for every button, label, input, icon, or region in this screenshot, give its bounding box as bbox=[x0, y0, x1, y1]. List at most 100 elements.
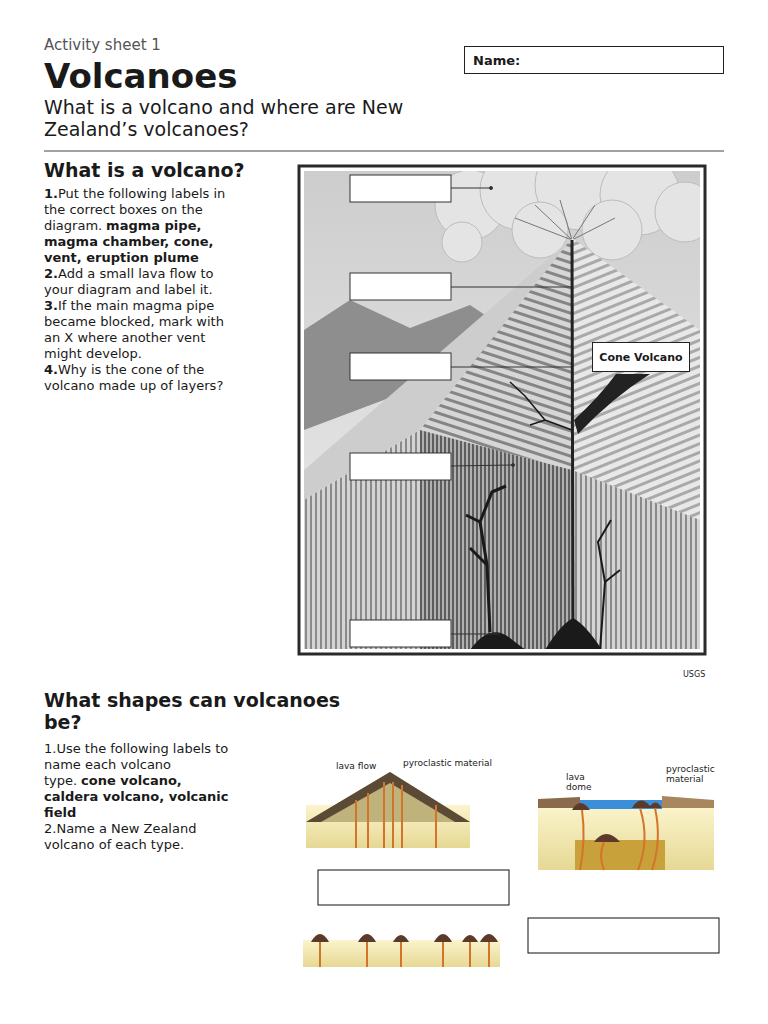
illustration-shape bbox=[572, 803, 590, 810]
instruction-text: Add a small lava flow to your diagram an… bbox=[44, 266, 213, 297]
illustration-shape bbox=[392, 782, 394, 848]
illustration-shape bbox=[320, 938, 489, 967]
section-heading-box: What is a volcano? bbox=[44, 158, 245, 182]
instruction-column: 1.Put the following labels in the correc… bbox=[44, 186, 244, 394]
illustration-shape bbox=[350, 620, 451, 647]
title-text: Volcanoes bbox=[44, 56, 237, 96]
illustration-shape bbox=[350, 175, 451, 202]
illustration-shape bbox=[442, 222, 482, 262]
instruction-item: 1.Use the following labels to name each … bbox=[44, 741, 234, 821]
illustration-shape bbox=[366, 938, 368, 967]
header-rule bbox=[44, 151, 724, 152]
illustration-shape bbox=[512, 464, 515, 467]
illustration-shape bbox=[400, 938, 402, 967]
step-number: 2. bbox=[44, 821, 56, 836]
illustration-shape bbox=[358, 934, 376, 942]
illustration-shape bbox=[350, 273, 451, 300]
section-heading-box: What shapes can volcanoes be? bbox=[44, 689, 344, 733]
illustration-shape bbox=[401, 785, 403, 848]
diagram-label: pyroclastic material bbox=[403, 758, 492, 768]
answer-label-boxes bbox=[350, 175, 571, 647]
illustration-shape bbox=[304, 171, 700, 649]
instruction-item: 2.Name a New Zealand volcano of each typ… bbox=[44, 821, 234, 853]
diagram-label-box: pyroclastic material bbox=[403, 758, 492, 769]
step-number: 2. bbox=[44, 266, 58, 281]
illustration-shape bbox=[356, 782, 436, 848]
illustration-shape bbox=[510, 382, 572, 430]
volcanic-field-drawing bbox=[303, 934, 500, 967]
picture-frame bbox=[299, 166, 705, 654]
step-number: 3. bbox=[44, 298, 58, 313]
illustration-shape bbox=[572, 800, 662, 842]
illustration-shape bbox=[393, 935, 409, 942]
illustration-shape bbox=[488, 938, 490, 967]
instruction-item: 4.Why is the cone of the volcano made up… bbox=[44, 362, 244, 394]
box-text: Name: bbox=[473, 53, 520, 68]
diagram-label: lava dome bbox=[566, 772, 592, 792]
subtitle-box: What is a volcano and where are New Zeal… bbox=[44, 96, 484, 140]
sheet-number: Activity sheet 1 bbox=[44, 36, 161, 54]
illustration-shape bbox=[515, 218, 572, 240]
illustration-shape bbox=[598, 520, 620, 649]
illustration-shape bbox=[575, 840, 665, 870]
name-field: Name: bbox=[464, 46, 724, 74]
illustration-shape bbox=[435, 805, 437, 848]
illustration-shape bbox=[560, 200, 572, 240]
illustration-shape bbox=[451, 287, 571, 288]
section-heading: What shapes can volcanoes be? bbox=[44, 689, 340, 733]
illustration-shape bbox=[383, 782, 385, 848]
illustration-shape bbox=[480, 934, 498, 942]
illustration-shape bbox=[319, 938, 321, 967]
illustration-shape bbox=[580, 800, 662, 809]
illustration-shape bbox=[545, 618, 602, 649]
illustration-shape bbox=[572, 205, 595, 240]
illustration-shape bbox=[462, 935, 478, 942]
illustration-shape bbox=[515, 200, 615, 240]
illustration-shape bbox=[601, 842, 604, 870]
step-number: 1. bbox=[44, 186, 58, 201]
label-box: Cone Volcano bbox=[592, 342, 690, 372]
instruction-text: If the main magma pipe became blocked, m… bbox=[44, 298, 224, 361]
illustration-shape bbox=[538, 806, 714, 870]
illustration-shape bbox=[652, 808, 658, 870]
sheet-number-box: Activity sheet 1 bbox=[44, 36, 161, 55]
illustration-shape bbox=[470, 632, 526, 649]
page-title: Volcanoes bbox=[44, 56, 237, 96]
answer-box bbox=[318, 870, 509, 905]
instruction-item: 3.If the main magma pipe became blocked,… bbox=[44, 298, 244, 362]
illustration-shape bbox=[350, 353, 451, 380]
illustration-shape bbox=[466, 486, 506, 632]
box-text: Cone Volcano bbox=[599, 351, 682, 364]
cone-volcano-drawing bbox=[306, 772, 470, 848]
illustration-shape bbox=[442, 938, 444, 967]
illustration-shape bbox=[367, 793, 369, 848]
illustration-shape bbox=[311, 934, 329, 942]
illustration-shape bbox=[490, 187, 493, 190]
illustration-shape bbox=[306, 772, 470, 822]
illustration-shape bbox=[574, 374, 650, 434]
instruction-item: 1.Put the following labels in the correc… bbox=[44, 186, 244, 266]
subtitle: What is a volcano and where are New Zeal… bbox=[44, 96, 403, 140]
illustration-shape bbox=[662, 796, 714, 808]
illustration-shape bbox=[451, 634, 500, 635]
diagram-label-box: pyroclastic material bbox=[666, 764, 730, 784]
instruction-column: 1.Use the following labels to name each … bbox=[44, 741, 234, 853]
illustration-shape bbox=[451, 188, 490, 189]
illustration-shape bbox=[572, 240, 573, 649]
illustration-shape bbox=[594, 834, 620, 842]
illustration-shape bbox=[572, 470, 700, 649]
illustration-shape bbox=[306, 772, 470, 822]
caldera-volcano-drawing bbox=[538, 796, 714, 870]
image-credit-box: USGS bbox=[683, 670, 705, 680]
instruction-item: 2.Add a small lava flow to your diagram … bbox=[44, 266, 244, 298]
illustration-shape bbox=[311, 934, 498, 942]
illustration-shape bbox=[580, 810, 584, 870]
volcano-cross-section bbox=[304, 171, 700, 649]
instruction-text: Why is the cone of the volcano made up o… bbox=[44, 362, 223, 393]
diagram-label: pyroclastic material bbox=[666, 764, 715, 784]
section-heading: What is a volcano? bbox=[44, 159, 245, 181]
illustration-shape bbox=[451, 367, 571, 368]
answer-box bbox=[528, 918, 719, 953]
illustration-shape bbox=[655, 182, 700, 242]
